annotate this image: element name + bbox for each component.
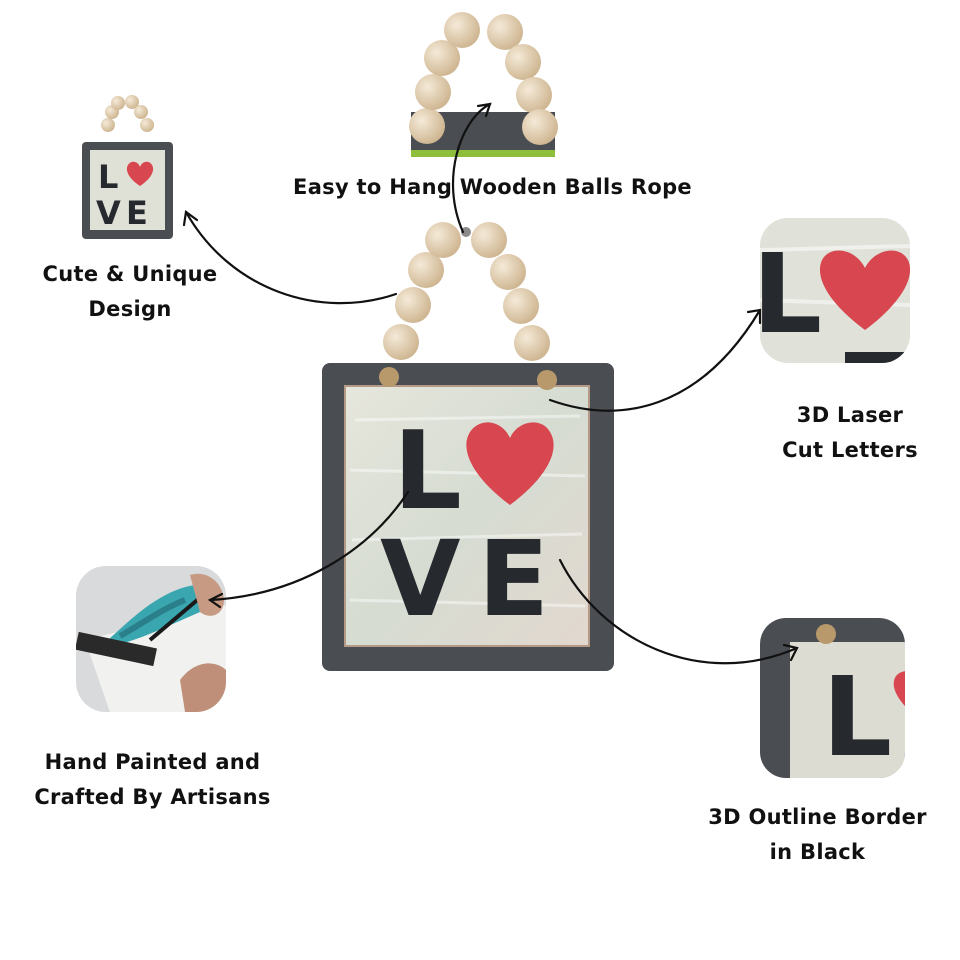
feature-label-border: 3D Outline Border in Black: [708, 805, 927, 864]
feature-label-painted: Hand Painted and Crafted By Artisans: [34, 750, 271, 809]
feature-label-design: Cute & Unique Design: [42, 262, 218, 321]
rope-detail-image: [409, 12, 558, 157]
svg-text:V: V: [96, 194, 121, 232]
svg-text:L: L: [98, 158, 118, 196]
letter-v: V: [380, 518, 461, 640]
arrow-rope: [451, 102, 492, 234]
feature-label-laser: 3D Laser Cut Letters: [782, 403, 918, 462]
arrow-design: [184, 210, 398, 305]
letter-l: L: [393, 409, 462, 534]
hand-painting-image: [76, 566, 226, 712]
arrow-laser: [548, 308, 762, 412]
letter-e: E: [478, 518, 549, 640]
arrow-painted: [208, 490, 410, 602]
small-sign-image: L V E: [82, 95, 173, 239]
svg-text:E: E: [126, 194, 148, 232]
border-detail-image: L: [760, 618, 905, 781]
laser-letters-detail-image: L: [752, 218, 910, 363]
heart: [466, 422, 554, 505]
painted-board: [344, 385, 590, 647]
feature-label-rope: Easy to Hang Wooden Balls Rope: [293, 175, 692, 199]
arrow-border: [558, 558, 799, 665]
bead-rope: [383, 222, 550, 361]
svg-text:L: L: [752, 230, 822, 358]
annotation-arrows: [182, 102, 799, 665]
svg-text:L: L: [822, 653, 892, 781]
main-love-sign: L V E: [322, 222, 614, 671]
